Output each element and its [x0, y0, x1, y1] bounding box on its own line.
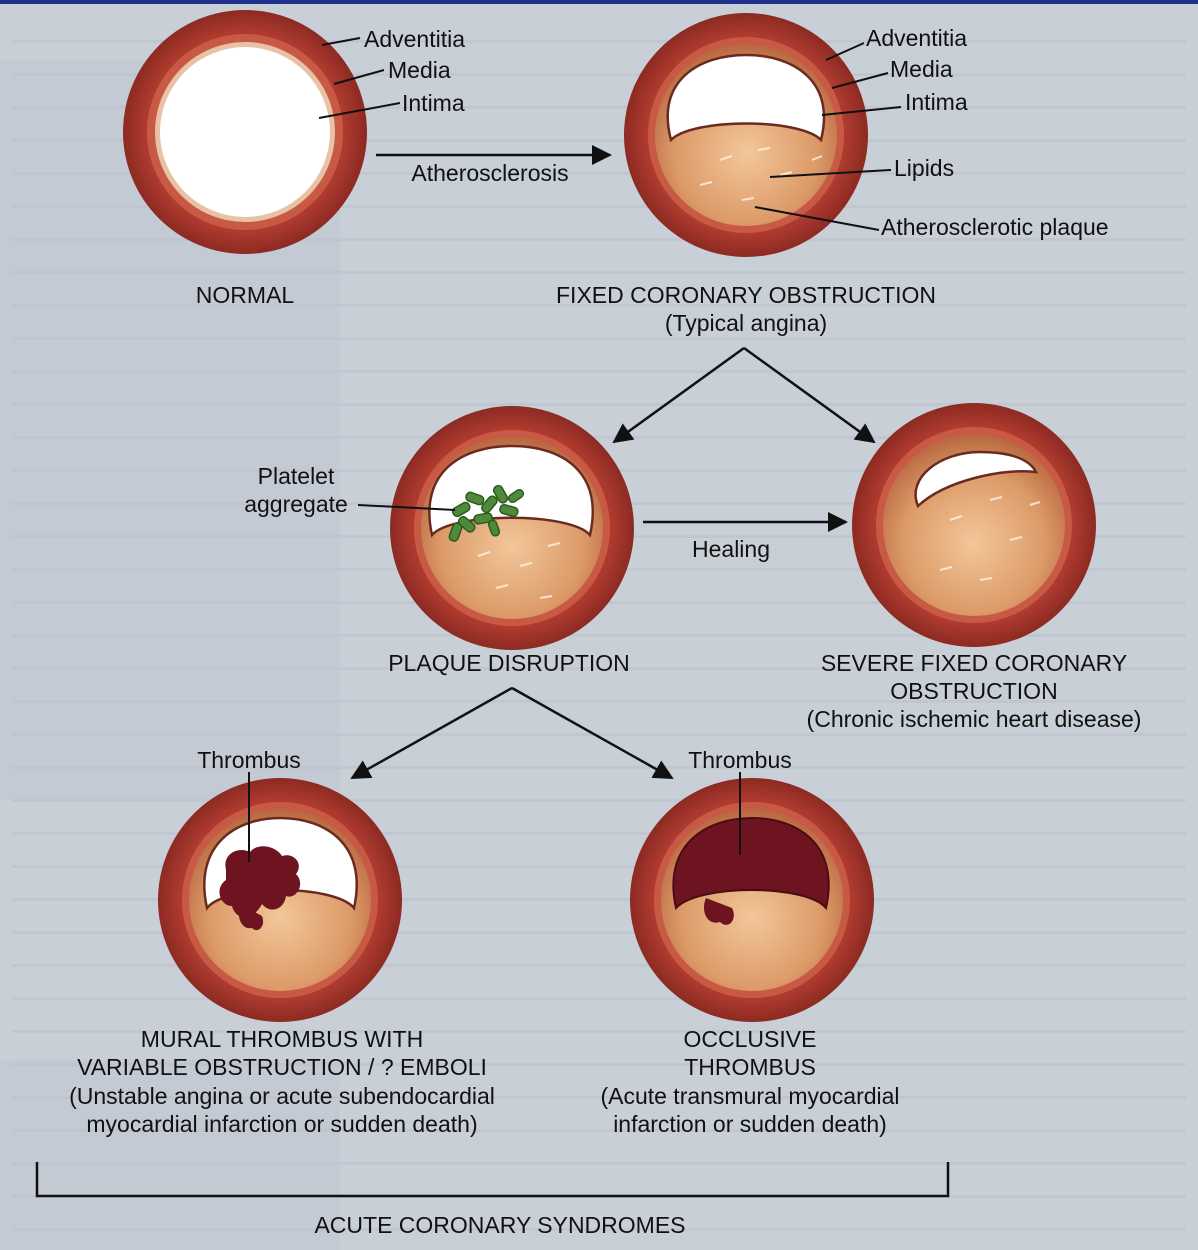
subtitle-occlusive-line2: infarction or sudden death) [613, 1111, 887, 1137]
label-adventitia-normal: Adventitia [364, 26, 465, 52]
vessel-plaque-disruption [390, 406, 634, 650]
label-media-normal: Media [388, 57, 451, 83]
title-severe-line1: SEVERE FIXED CORONARY [821, 650, 1127, 676]
label-intima-normal: Intima [402, 90, 465, 116]
title-disruption: PLAQUE DISRUPTION [388, 650, 630, 676]
title-mural-line2: VARIABLE OBSTRUCTION / ? EMBOLI [77, 1054, 487, 1080]
title-mural-line1: MURAL THROMBUS WITH [141, 1026, 423, 1052]
background-text-line [12, 370, 1186, 373]
label-acute-coronary-syndromes: ACUTE CORONARY SYNDROMES [314, 1212, 685, 1238]
background-text-line [12, 337, 1186, 340]
title-occlusive-line1: OCCLUSIVE [684, 1026, 817, 1052]
subtitle-occlusive-line1: (Acute transmural myocardial [600, 1083, 899, 1109]
background-text-line [12, 997, 1186, 1000]
title-occlusive-line2: THROMBUS [684, 1054, 816, 1080]
subtitle-mural-line1: (Unstable angina or acute subendocardial [69, 1083, 495, 1109]
background-text-line [12, 766, 1186, 769]
title-fixed: FIXED CORONARY OBSTRUCTION [556, 282, 936, 308]
label-platelet-aggregate-line2: aggregate [244, 491, 348, 517]
title-normal: NORMAL [196, 282, 295, 308]
background-text-line [12, 271, 1186, 274]
vessel-occlusive-thrombus [630, 778, 874, 1022]
label-atherosclerotic-plaque: Atherosclerotic plaque [881, 214, 1109, 240]
label-media-fixed: Media [890, 56, 953, 82]
label-atherosclerosis: Atherosclerosis [411, 160, 568, 186]
vessel-severe-obstruction [852, 403, 1096, 647]
label-platelet-aggregate-line1: Platelet [258, 463, 335, 489]
label-intima-fixed: Intima [905, 89, 968, 115]
subtitle-mural-line2: myocardial infarction or sudden death) [86, 1111, 477, 1137]
background-text-line [12, 799, 1186, 802]
subtitle-fixed: (Typical angina) [665, 310, 827, 336]
vessel-mural-thrombus [158, 778, 402, 1022]
label-lipids: Lipids [894, 155, 954, 181]
title-severe-line2: OBSTRUCTION [890, 678, 1057, 704]
label-thrombus-occlusive: Thrombus [688, 747, 792, 773]
background-text-line [12, 403, 1186, 406]
background-text-line [12, 1162, 1186, 1165]
label-adventitia-fixed: Adventitia [866, 25, 967, 51]
vessel-normal [123, 10, 367, 254]
label-healing: Healing [692, 536, 770, 562]
label-thrombus-mural: Thrombus [197, 747, 301, 773]
subtitle-severe: (Chronic ischemic heart disease) [807, 706, 1142, 732]
